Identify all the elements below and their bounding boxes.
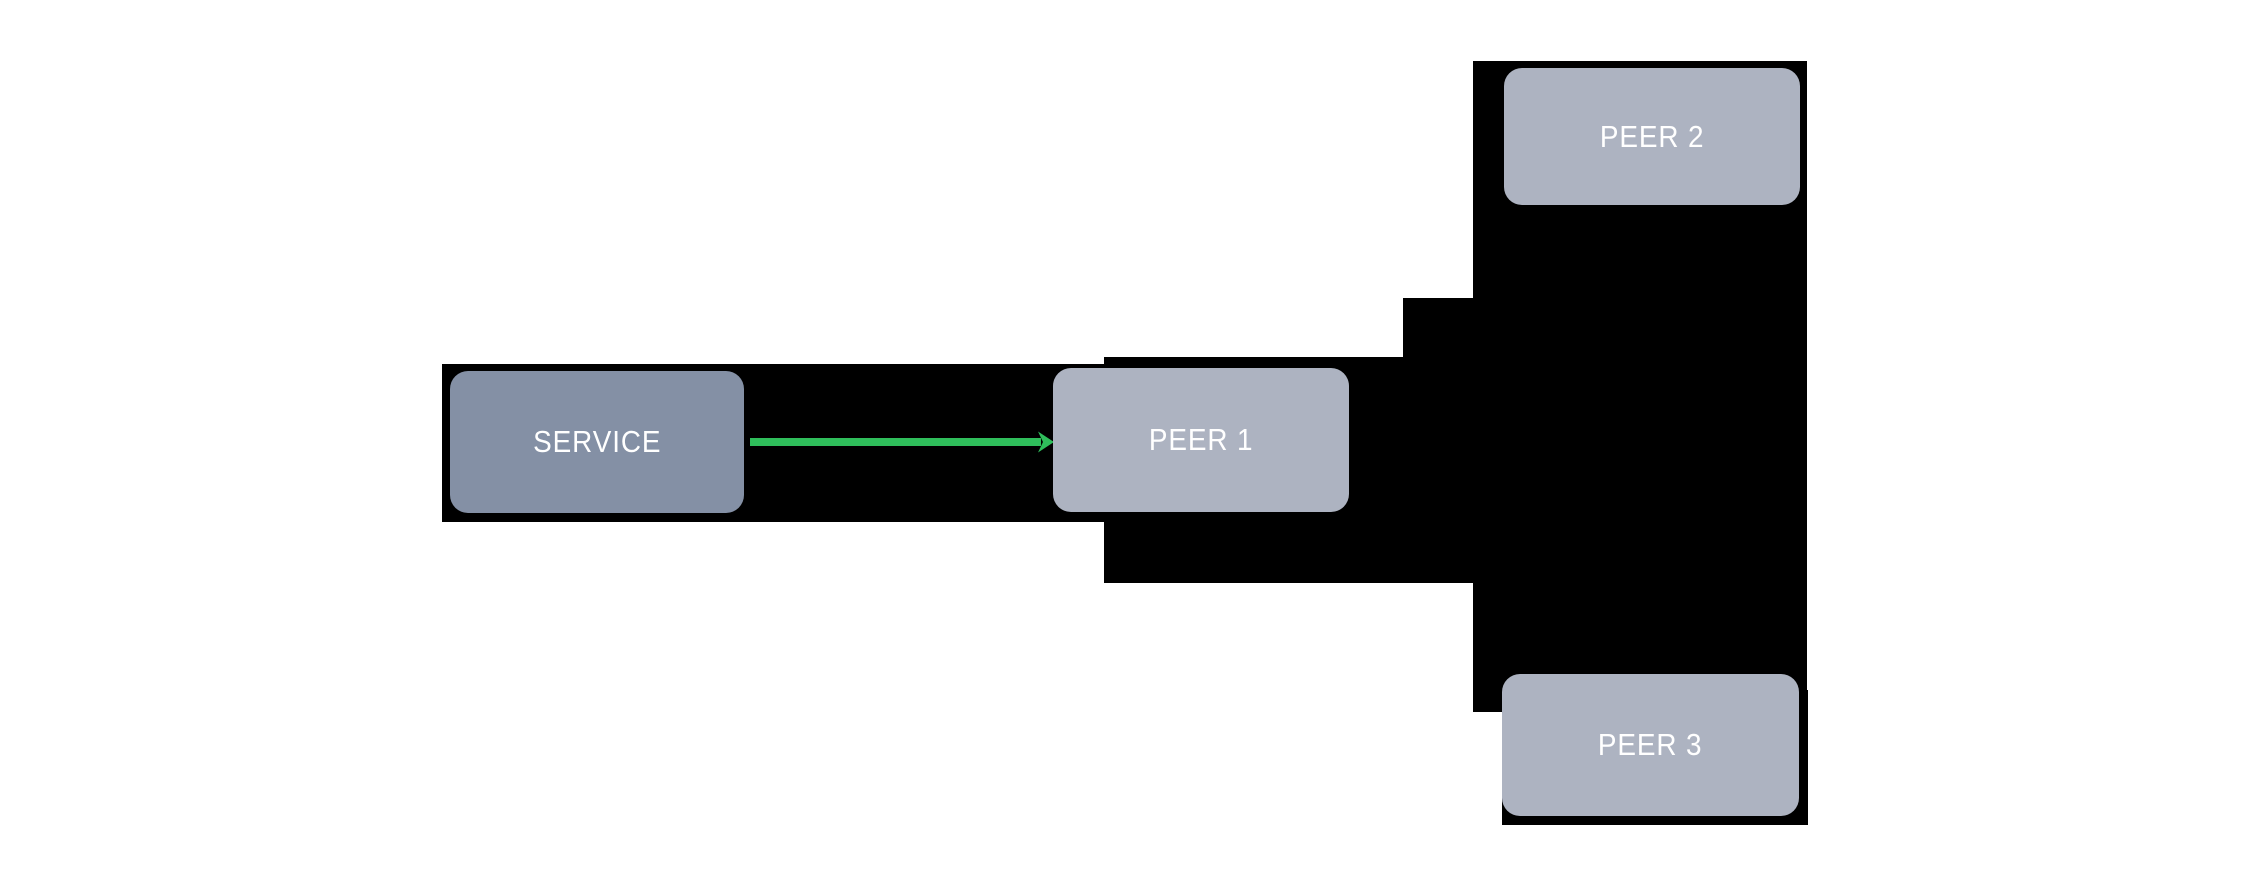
connector-step: [1403, 298, 1473, 360]
node-peer3[interactable]: PEER 3: [1502, 674, 1799, 816]
node-peer1-label: PEER 1: [1148, 422, 1254, 457]
node-service[interactable]: SERVICE: [450, 371, 744, 513]
node-peer1[interactable]: PEER 1: [1053, 368, 1349, 512]
node-peer2-label: PEER 2: [1599, 118, 1705, 154]
arrow-head-icon: [1038, 431, 1054, 453]
service-to-peer1-arrow: [750, 431, 1054, 453]
node-peer2[interactable]: PEER 2: [1504, 68, 1800, 205]
node-service-label: SERVICE: [532, 424, 662, 459]
node-peer3-label: PEER 3: [1598, 727, 1703, 762]
